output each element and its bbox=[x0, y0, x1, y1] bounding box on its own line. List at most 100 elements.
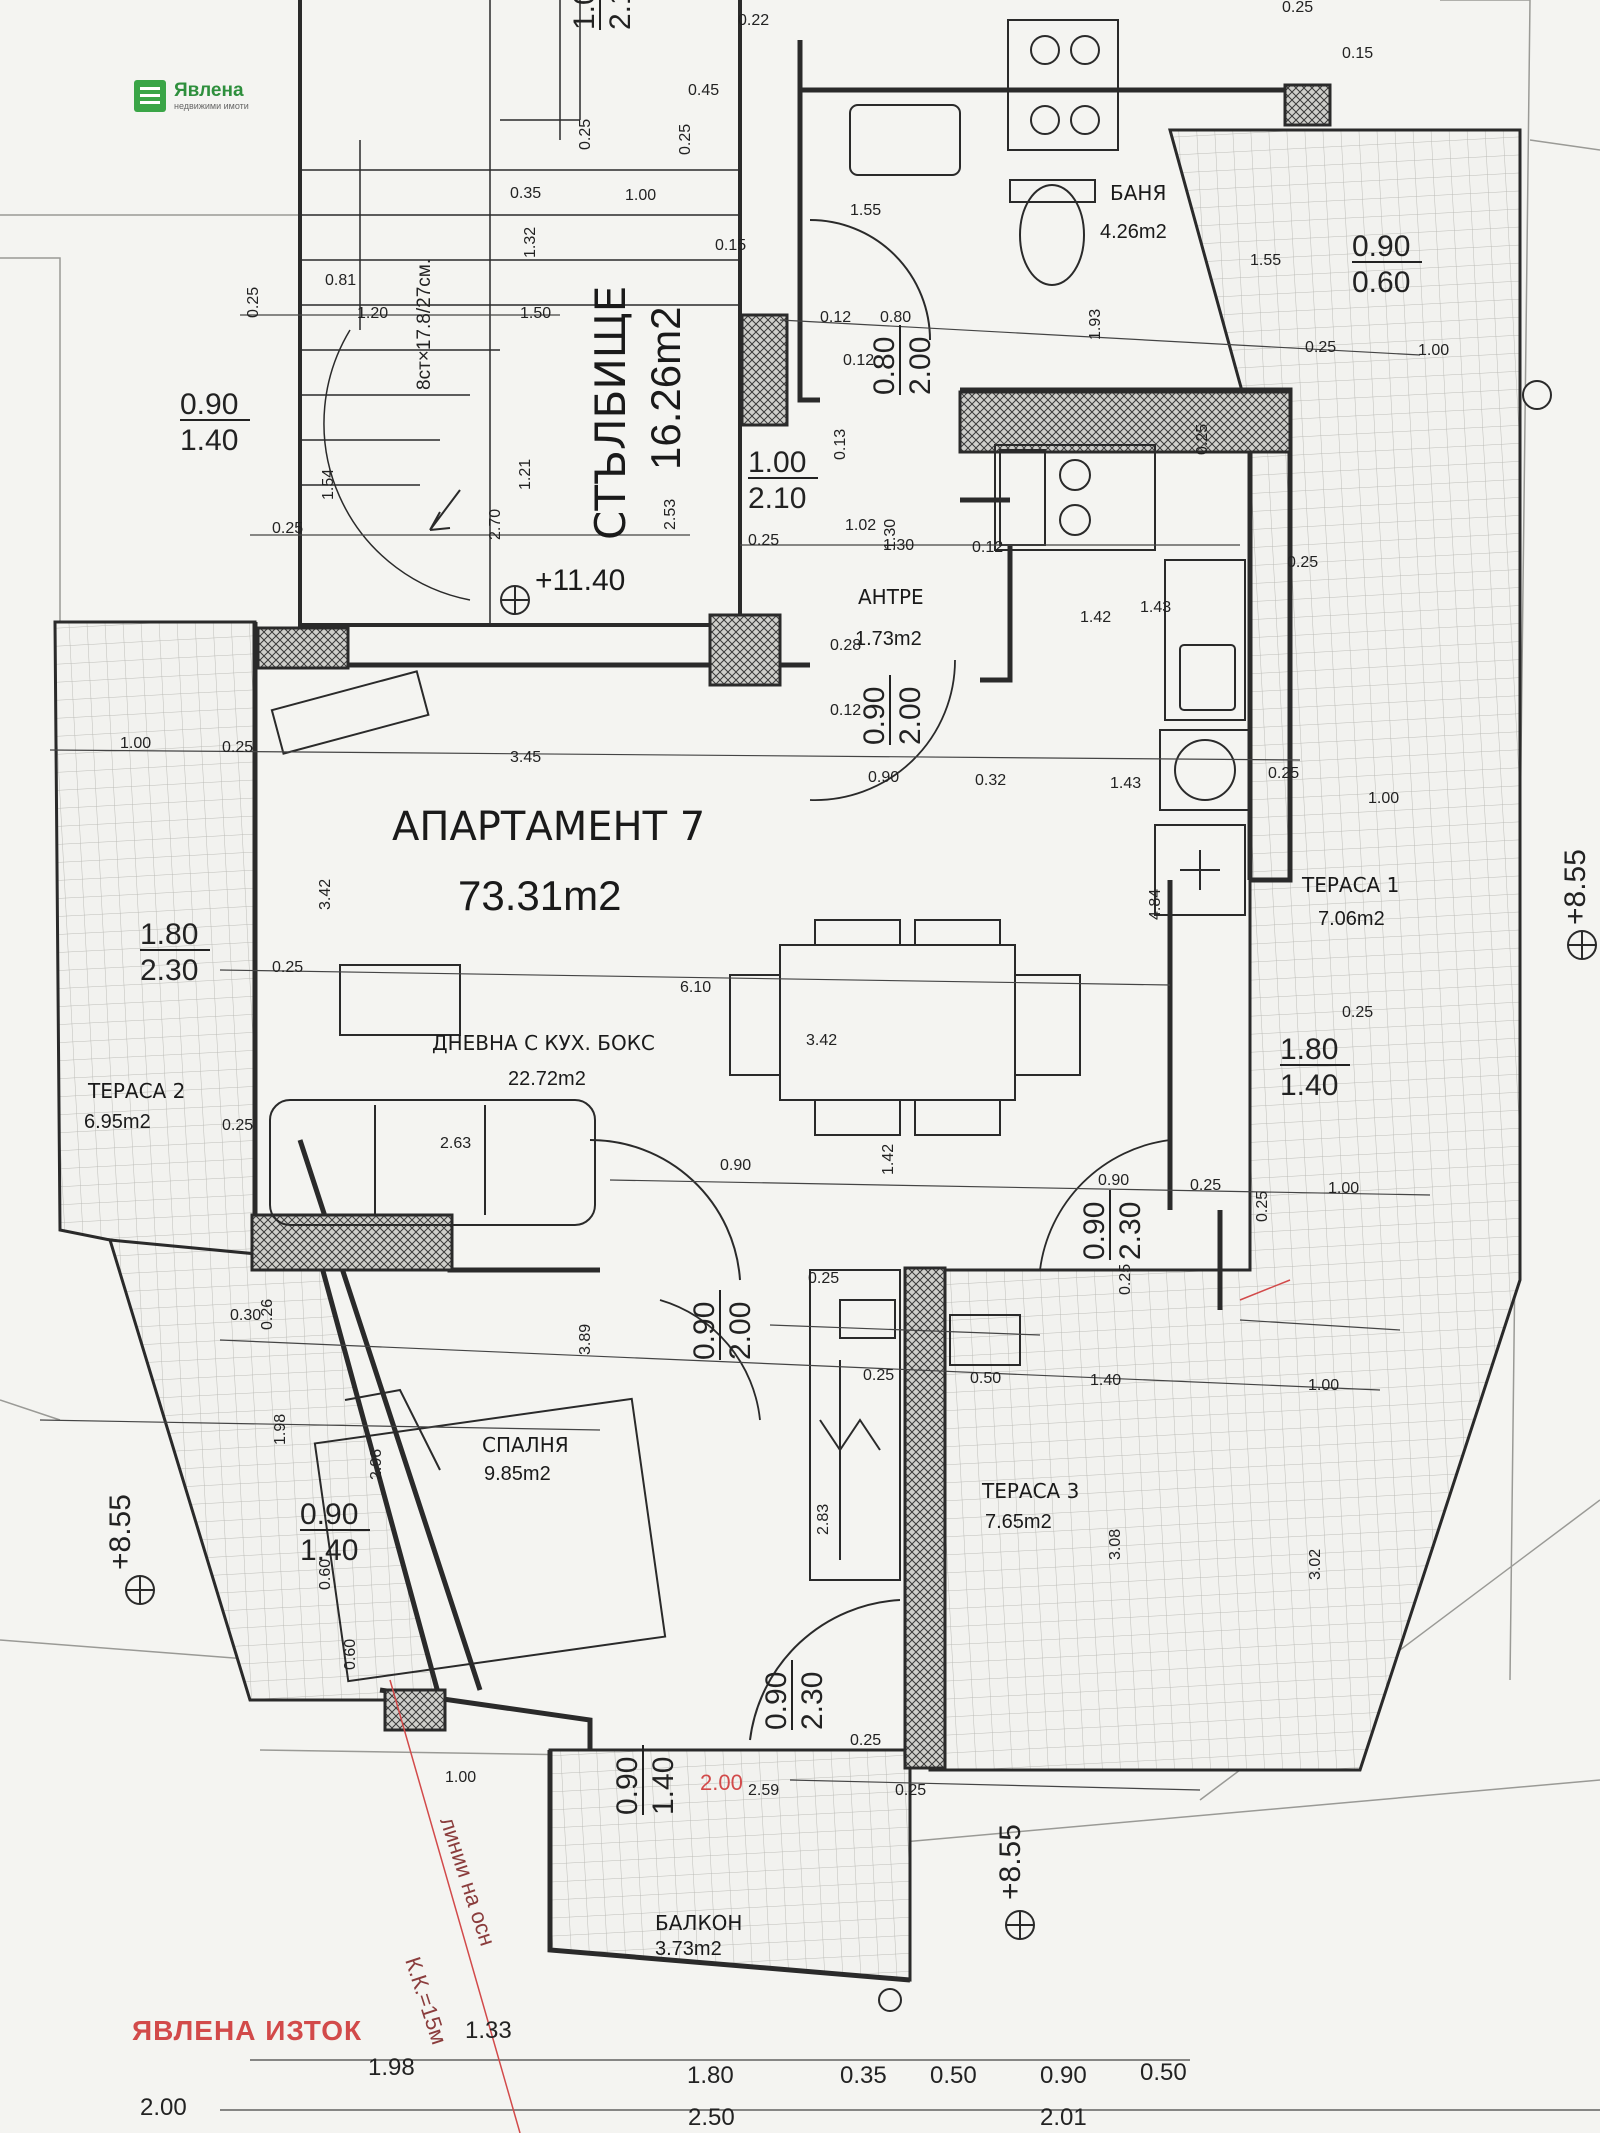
bed bbox=[313, 1397, 667, 1683]
opening-width: 1.80 bbox=[1280, 1033, 1338, 1066]
dimension-value: 2.53 bbox=[662, 499, 679, 530]
dimension-value: 6.10 bbox=[680, 979, 711, 996]
living-furniture bbox=[269, 670, 1081, 1281]
dimension-value: 4.84 bbox=[1147, 889, 1164, 920]
opening-width: 1.00 bbox=[568, 0, 601, 30]
staircase bbox=[298, 0, 742, 627]
opening-width: 0.90 bbox=[1352, 230, 1410, 263]
opening-height: 1.40 bbox=[180, 424, 238, 457]
dimension-value: 1.50 bbox=[520, 305, 551, 322]
dimension-value: 0.25 bbox=[677, 124, 694, 155]
dimension-value: 1.30 bbox=[883, 537, 914, 554]
opening-width: 1.80 bbox=[140, 918, 198, 951]
level-markers bbox=[125, 380, 1597, 2012]
dimension-value: 0.90 bbox=[720, 1157, 751, 1174]
elevation-label: +8.55 bbox=[994, 1824, 1027, 1900]
living-name: ДНЕВНА С КУХ. БОКС bbox=[432, 1031, 655, 1055]
dimension-value: 3.89 bbox=[577, 1324, 594, 1355]
opening-width: 0.90 bbox=[858, 687, 891, 745]
dimension-value: 1.43 bbox=[1110, 775, 1141, 792]
kitchen bbox=[994, 444, 1251, 916]
terrace-1-name: ТЕРАСА 1 bbox=[1301, 873, 1399, 897]
dimension-value: 1.32 bbox=[522, 227, 539, 258]
dimension-value: 1.00 bbox=[1328, 1180, 1359, 1197]
dimension-value: 1.00 bbox=[445, 1769, 476, 1786]
terrace-2-area: 6.95m2 bbox=[84, 1111, 151, 1133]
opening-width: 0.90 bbox=[180, 388, 238, 421]
opening-height: 1.40 bbox=[647, 1757, 680, 1815]
dimension-value: 3.42 bbox=[317, 879, 334, 910]
dimension-value: 1.80 bbox=[687, 2062, 734, 2089]
opening-height: 2.10 bbox=[748, 482, 806, 515]
opening-height: 0.60 bbox=[1352, 266, 1410, 299]
dimension-value: 1.21 bbox=[517, 459, 534, 490]
stair-direction-arrow bbox=[429, 489, 461, 531]
dimension-value: 0.25 bbox=[1254, 1191, 1271, 1222]
terrace-1-area: 7.06m2 bbox=[1318, 908, 1385, 930]
dimension-value: 1.98 bbox=[368, 2054, 415, 2081]
staircase-area: 16.26m2 bbox=[642, 307, 689, 470]
opening-width: 1.00 bbox=[748, 446, 806, 479]
dimension-value: 0.30 bbox=[230, 1307, 261, 1324]
dimension-value: 0.60 bbox=[342, 1639, 359, 1670]
door-swings bbox=[659, 659, 1171, 1421]
bedroom-name: СПАЛНЯ bbox=[482, 1433, 569, 1457]
opening-height: 2.30 bbox=[140, 954, 198, 987]
elevation-label: +8.55 bbox=[1559, 849, 1592, 925]
dimension-value: 3.42 bbox=[806, 1032, 837, 1049]
dimension-value: 0.90 bbox=[1098, 1172, 1129, 1189]
watermark: ЯВЛЕНА ИЗТОК bbox=[132, 2015, 363, 2046]
staircase-title: СТЪЛБИЩЕ bbox=[586, 286, 635, 540]
dimension-value: 3.08 bbox=[1107, 1529, 1124, 1560]
dimension-value: 0.90 bbox=[1040, 2062, 1087, 2089]
opening-width: 0.90 bbox=[1078, 1202, 1111, 1260]
dimension-value: 1.55 bbox=[1250, 252, 1281, 269]
opening-width: 0.90 bbox=[688, 1302, 721, 1360]
toilet-icon bbox=[1019, 184, 1085, 286]
dimension-value: 1.30 bbox=[882, 519, 899, 550]
dimension-value: 2.59 bbox=[748, 1782, 779, 1799]
dimension-value: 0.12 bbox=[830, 702, 861, 719]
logo-name: Явлена bbox=[174, 80, 244, 101]
opening-height: 2.00 bbox=[894, 687, 927, 745]
dimension-value: 0.25 bbox=[863, 1367, 894, 1384]
dimension-value: 1.00 bbox=[1308, 1377, 1339, 1394]
dimension-value: 1.00 bbox=[120, 735, 151, 752]
dimension-value: 1.43 bbox=[1140, 599, 1171, 616]
sink bbox=[849, 104, 961, 176]
dimension-value: 0.81 bbox=[325, 272, 356, 289]
dimension-value: 2.01 bbox=[1040, 2104, 1087, 2131]
dimension-value: 0.90 bbox=[868, 769, 899, 786]
apartment-title: АПАРТАМЕНТ 7 bbox=[392, 804, 705, 850]
dimension-value: 0.25 bbox=[1190, 1177, 1221, 1194]
logo-subtitle: недвижими имоти bbox=[174, 101, 249, 111]
dimension-value: 0.25 bbox=[850, 1732, 881, 1749]
dimension-value: 1.40 bbox=[1090, 1372, 1121, 1389]
bathroom-name: БАНЯ bbox=[1110, 181, 1166, 205]
dimension-value: 1.02 bbox=[845, 517, 876, 534]
dimension-value: 1.00 bbox=[625, 187, 656, 204]
hall-name: АНТРЕ bbox=[858, 585, 924, 609]
terrace-3-area: 7.65m2 bbox=[985, 1511, 1052, 1533]
dimension-value: 1.00 bbox=[1418, 342, 1449, 359]
dimension-value: 1.55 bbox=[850, 202, 881, 219]
dimension-value: 0.22 bbox=[738, 12, 769, 29]
stove-icon bbox=[1007, 19, 1119, 151]
opening-width: 0.90 bbox=[760, 1672, 793, 1730]
dimension-value: 0.25 bbox=[577, 119, 594, 150]
dimension-value: 0.12 bbox=[843, 352, 874, 369]
dimension-value: 1.20 bbox=[357, 305, 388, 322]
apartment-area: 73.31m2 bbox=[458, 872, 621, 919]
opening-height: 2.30 bbox=[1114, 1202, 1147, 1260]
balcony-name: БАЛКОН bbox=[655, 1911, 742, 1935]
staircase-steps: 8ст×17.8/27см. bbox=[414, 259, 435, 390]
dimension-value: 0.12 bbox=[972, 539, 1003, 556]
terrace-2-name: ТЕРАСА 2 bbox=[87, 1079, 185, 1103]
dimension-value: 0.25 bbox=[1194, 424, 1211, 455]
